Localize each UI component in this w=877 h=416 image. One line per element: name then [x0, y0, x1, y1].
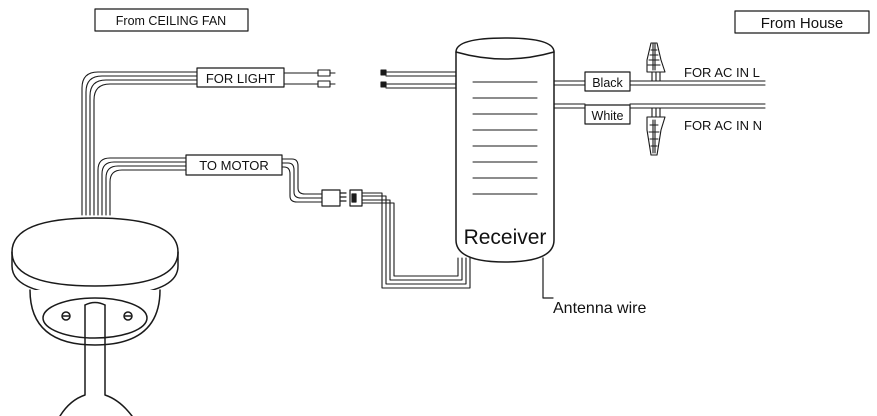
black-label: Black [592, 76, 623, 90]
fan-motor-wire-bundle [97, 157, 187, 216]
for-ac-in-l-label: FOR AC IN L [684, 65, 760, 80]
white-label-group: White [584, 104, 631, 125]
to-motor-label: TO MOTOR [199, 158, 269, 173]
from-house-label-group: From House [734, 10, 870, 34]
receiver-grille-lines [472, 81, 538, 195]
motor-connector [321, 189, 363, 207]
fan-light-wire-bundle [81, 71, 198, 216]
from-ceiling-fan-label: From CEILING FAN [116, 14, 226, 28]
wire-nut-line [646, 42, 666, 82]
receiver-light-wire-ends [380, 69, 457, 89]
antenna-wire: Antenna wire [542, 257, 646, 317]
from-house-label: From House [761, 15, 844, 32]
motor-wires-to-connector [281, 158, 323, 203]
antenna-wire-label: Antenna wire [553, 300, 646, 317]
for-light-label-group: FOR LIGHT [196, 67, 285, 88]
light-wire-ends [283, 69, 336, 88]
from-ceiling-fan-label-group: From CEILING FAN [94, 8, 249, 32]
receiver-motor-wire-bundle [361, 192, 471, 289]
for-ac-in-n-label: FOR AC IN N [684, 118, 762, 133]
ceiling-fan-canopy [11, 217, 179, 416]
wire-nut-neutral [646, 107, 666, 156]
receiver-label: Receiver [464, 226, 547, 249]
receiver-unit: Receiver [455, 37, 555, 263]
black-label-group: Black [584, 71, 631, 92]
to-motor-label-group: TO MOTOR [185, 154, 283, 176]
for-light-label: FOR LIGHT [206, 71, 275, 86]
white-label: White [592, 109, 624, 123]
